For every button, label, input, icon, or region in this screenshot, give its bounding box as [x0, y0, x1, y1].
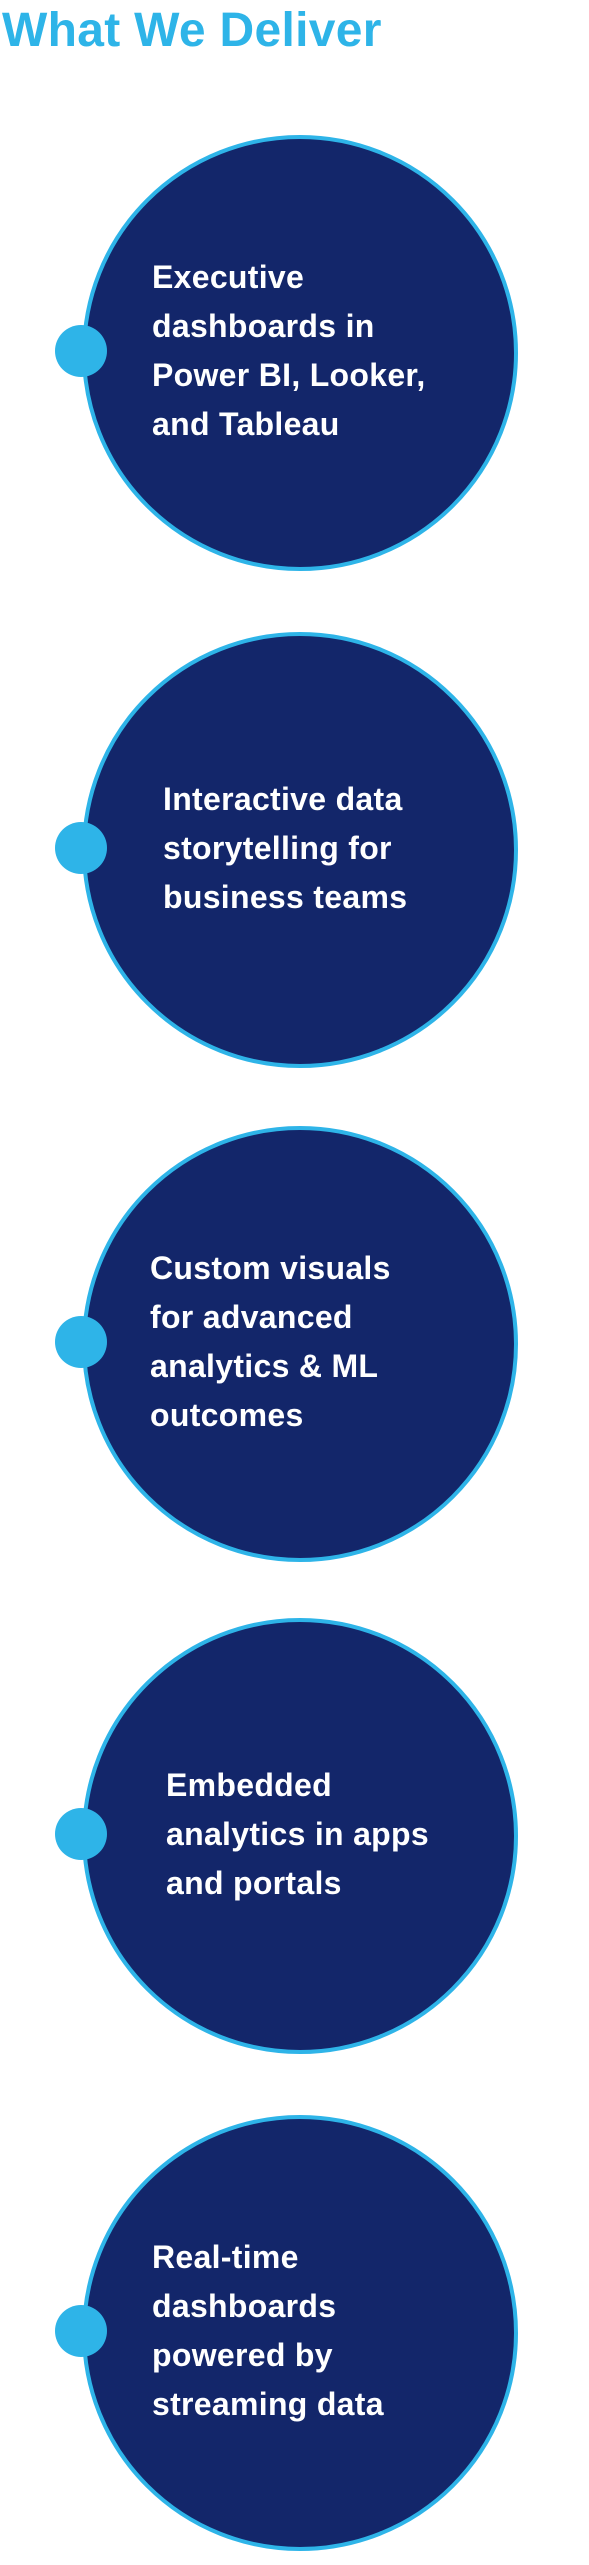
deliverable-circle — [82, 632, 518, 1068]
deliverable-item: Interactive data storytelling for busine… — [0, 622, 589, 1082]
deliverable-label-line: Real-time — [152, 2239, 299, 2275]
deliverable-label-line: analytics & ML — [150, 1348, 379, 1384]
deliverable-label-line: outcomes — [150, 1397, 304, 1433]
deliverable-label: Interactive data storytelling for busine… — [163, 775, 407, 922]
deliverable-label-line: analytics in apps — [166, 1816, 429, 1852]
bullet-dot — [55, 2305, 107, 2357]
deliverable-label: Executive dashboards in Power BI, Looker… — [152, 253, 426, 449]
deliverable-label: Custom visuals for advanced analytics & … — [150, 1244, 391, 1440]
deliverable-item: Real-time dashboards powered by streamin… — [0, 2105, 589, 2565]
bullet-dot — [55, 1808, 107, 1860]
deliverable-label-line: powered by — [152, 2337, 333, 2373]
deliverable-label-line: Interactive data — [163, 781, 403, 817]
deliverable-label-line: and Tableau — [152, 406, 340, 442]
deliverable-label-line: Embedded — [166, 1767, 332, 1803]
deliverable-label-line: and portals — [166, 1865, 342, 1901]
deliverable-label-line: streaming data — [152, 2386, 384, 2422]
section-heading: What We Deliver — [2, 4, 382, 57]
bullet-dot — [55, 822, 107, 874]
deliverable-label-line: Power BI, Looker, — [152, 357, 426, 393]
bullet-dot — [55, 1316, 107, 1368]
deliverable-circle — [82, 1618, 518, 2054]
deliverable-circle — [82, 1126, 518, 1562]
deliverable-item: Custom visuals for advanced analytics & … — [0, 1116, 589, 1576]
deliverable-label: Embedded analytics in apps and portals — [166, 1761, 429, 1908]
deliverable-label-line: Custom visuals — [150, 1250, 391, 1286]
deliverable-label-line: storytelling for — [163, 830, 392, 866]
deliverable-label-line: dashboards in — [152, 308, 375, 344]
bullet-dot — [55, 325, 107, 377]
deliverable-item: Executive dashboards in Power BI, Looker… — [0, 125, 589, 585]
deliverable-label-line: Executive — [152, 259, 305, 295]
deliverable-label: Real-time dashboards powered by streamin… — [152, 2233, 384, 2429]
deliverable-item: Embedded analytics in apps and portals — [0, 1608, 589, 2068]
deliverable-label-line: dashboards — [152, 2288, 337, 2324]
deliverable-label-line: business teams — [163, 879, 408, 915]
deliverable-circle — [82, 135, 518, 571]
deliverable-label-line: for advanced — [150, 1299, 353, 1335]
